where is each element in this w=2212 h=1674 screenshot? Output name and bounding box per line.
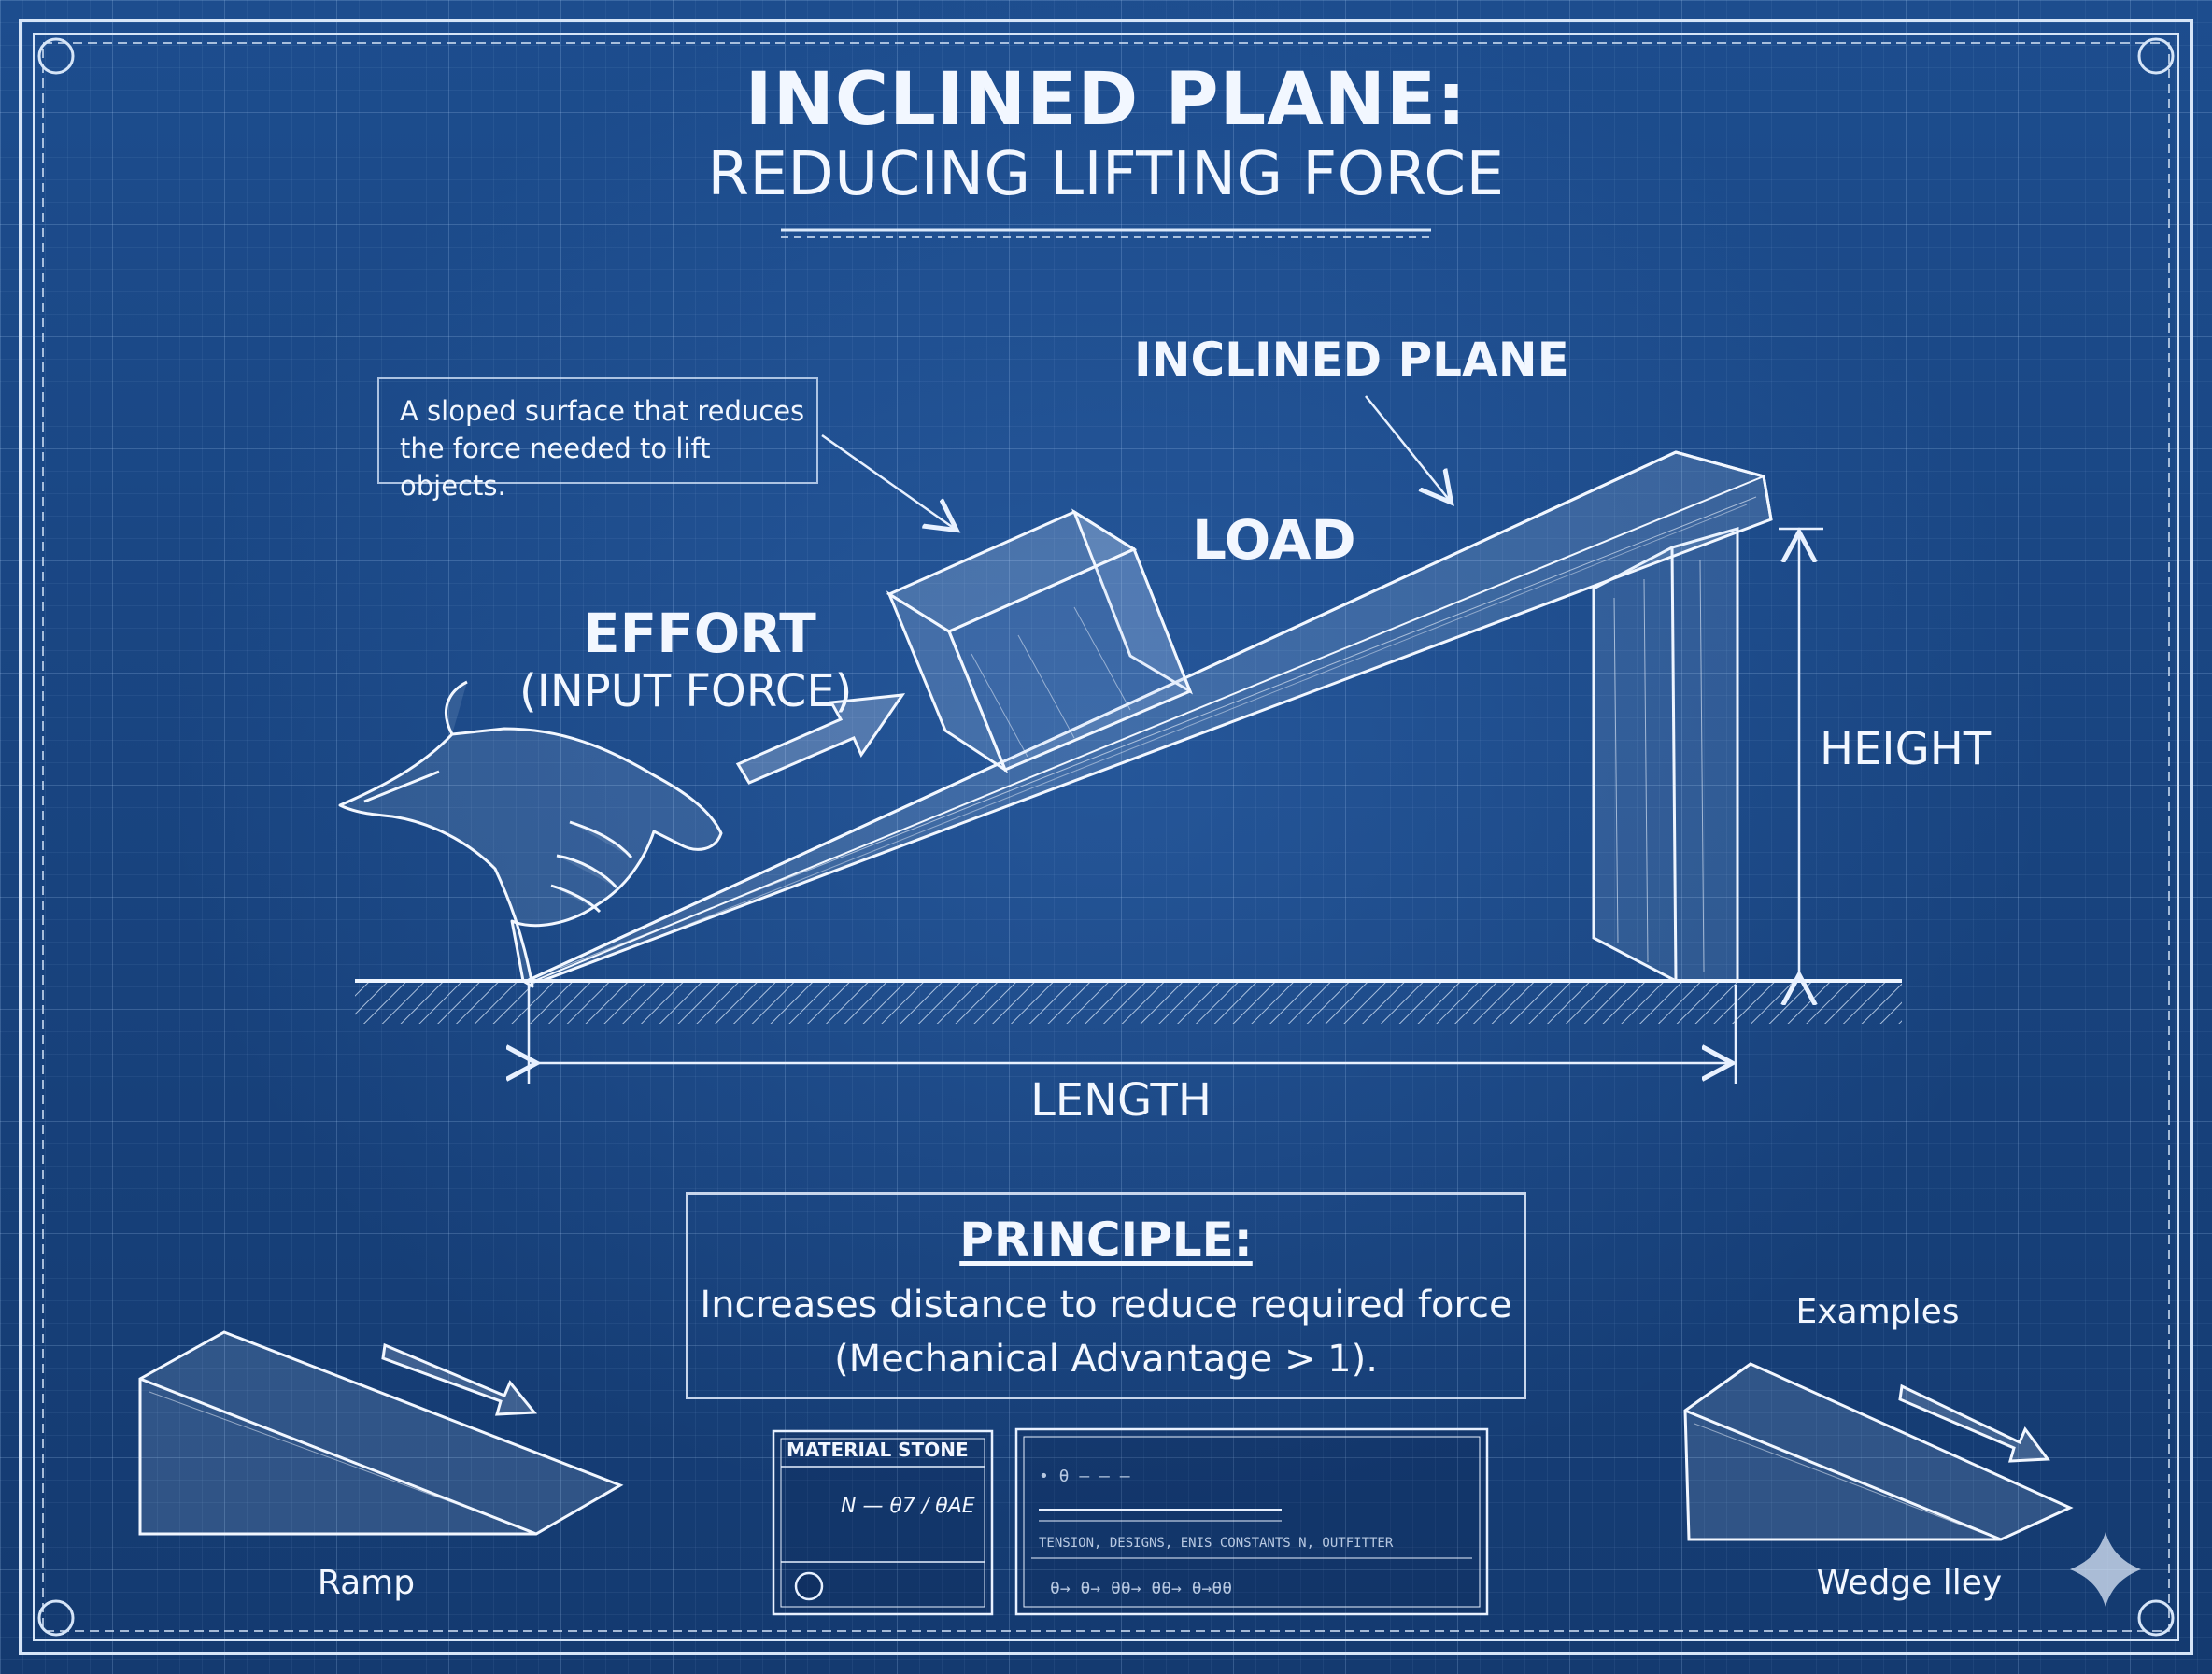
notes-card-frame xyxy=(1014,1427,1489,1616)
wedge-label: Wedge lley xyxy=(1816,1564,2003,1602)
effort-sub-label: (INPUT FORCE) xyxy=(519,665,853,717)
page-subtitle: REDUCING LIFTING FORCE xyxy=(707,140,1505,209)
length-label: LENGTH xyxy=(1030,1074,1212,1127)
definition-callout-text: A sloped surface that reduces the force … xyxy=(400,395,805,502)
load-label: LOAD xyxy=(1192,508,1356,572)
ornate-frame xyxy=(19,19,2193,1655)
ramp-label: Ramp xyxy=(317,1564,416,1602)
height-dimension xyxy=(1779,529,1823,977)
effort-label: EFFORT xyxy=(583,602,816,665)
support-post xyxy=(1592,527,1739,983)
load-block xyxy=(886,508,1194,773)
definition-callout-box xyxy=(377,377,818,484)
ground-hatch xyxy=(355,979,1902,1024)
title-underline xyxy=(781,228,1431,238)
examples-heading: Examples xyxy=(1795,1293,1960,1331)
principle-box xyxy=(686,1192,1526,1399)
principle-line-2: (Mechanical Advantage > 1). xyxy=(834,1338,1378,1381)
material-card-title: MATERIAL STONE xyxy=(787,1439,969,1461)
inclined-plane-label: INCLINED PLANE xyxy=(1134,333,1569,387)
sparkle-icon xyxy=(2070,1532,2141,1607)
material-card-formula: N — θ7 / θAE xyxy=(841,1495,975,1518)
principle-line-1: Increases distance to reduce required fo… xyxy=(700,1284,1512,1326)
leader-lines xyxy=(821,395,1450,529)
ramp-example-drawing xyxy=(138,1330,624,1536)
notes-card-line-b: TENSION, DESIGNS, ENIS CONSTANTS N, OUTF… xyxy=(1039,1536,1394,1551)
notes-card-line-a: • θ — — — xyxy=(1039,1467,1130,1486)
length-dimension xyxy=(529,985,1736,1084)
principle-title: PRINCIPLE: xyxy=(959,1213,1253,1267)
notes-card-line-c: θ→ θ→ θθ→ θθ→ θ→θθ xyxy=(1050,1579,1233,1598)
hand-sketch xyxy=(338,680,723,988)
height-label: HEIGHT xyxy=(1820,723,1992,775)
effort-arrow xyxy=(735,693,906,785)
inclined-plank xyxy=(526,450,1773,983)
principle-text: Increases distance to reduce required fo… xyxy=(700,1278,1511,1386)
material-card-frame xyxy=(772,1429,994,1616)
page-title: INCLINED PLANE: xyxy=(744,58,1468,142)
wedge-example-drawing xyxy=(1683,1362,2074,1541)
